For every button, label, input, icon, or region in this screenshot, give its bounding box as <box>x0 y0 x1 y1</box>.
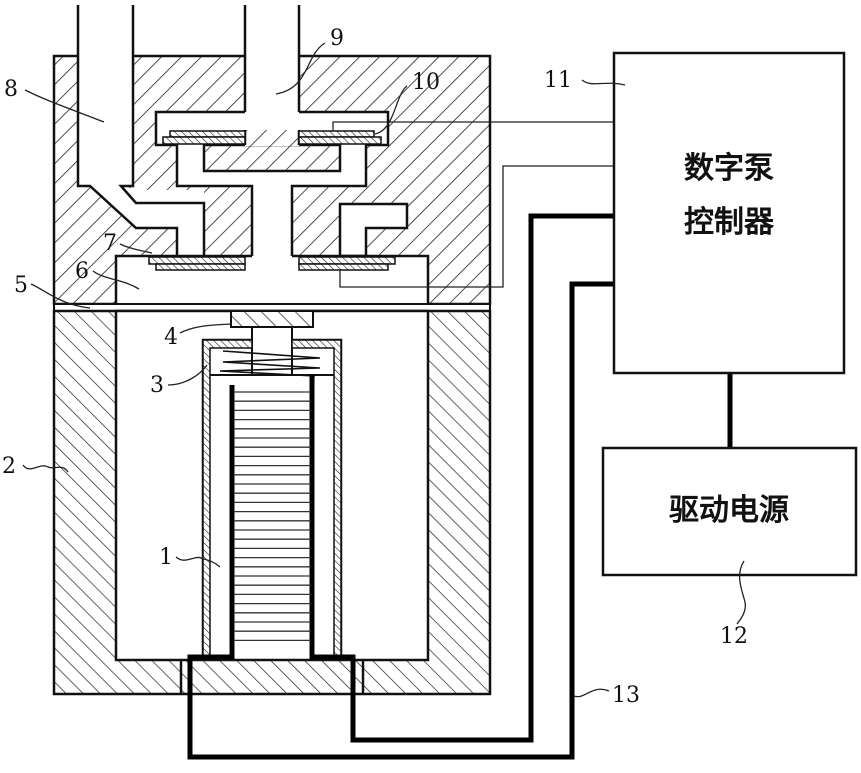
label-11: 11 <box>544 68 572 93</box>
controller-label-line2: 控制器 <box>684 205 775 240</box>
drive-wires <box>187 213 733 760</box>
outlet-valve-plates <box>162 130 382 145</box>
actuator-casing <box>201 338 343 661</box>
stack-layers <box>234 391 311 642</box>
signal-lines <box>332 121 615 288</box>
power-supply-block[interactable]: 驱动电源 <box>601 446 858 577</box>
inlet-valve-plates <box>148 256 396 271</box>
label-1: 1 <box>159 545 173 570</box>
label-9: 9 <box>330 26 344 51</box>
push-block <box>230 310 314 376</box>
label-6: 6 <box>75 259 89 284</box>
label-10: 10 <box>412 70 440 95</box>
label-13: 13 <box>612 683 640 708</box>
power-supply-label: 驱动电源 <box>669 493 789 528</box>
label-8: 8 <box>4 77 18 102</box>
controller-label-line1: 数字泵 <box>684 151 774 186</box>
controller-block[interactable]: 数字泵 控制器 <box>612 51 846 375</box>
label-4: 4 <box>164 325 178 350</box>
label-12: 12 <box>720 624 748 649</box>
label-7: 7 <box>103 231 117 256</box>
reference-labels: 8 9 10 11 7 6 5 4 3 2 1 12 13 <box>2 26 748 708</box>
upper-pump-body <box>52 0 492 306</box>
label-3: 3 <box>150 373 164 398</box>
label-5: 5 <box>14 273 28 298</box>
piezo-stack <box>229 375 315 655</box>
label-2: 2 <box>2 454 16 479</box>
